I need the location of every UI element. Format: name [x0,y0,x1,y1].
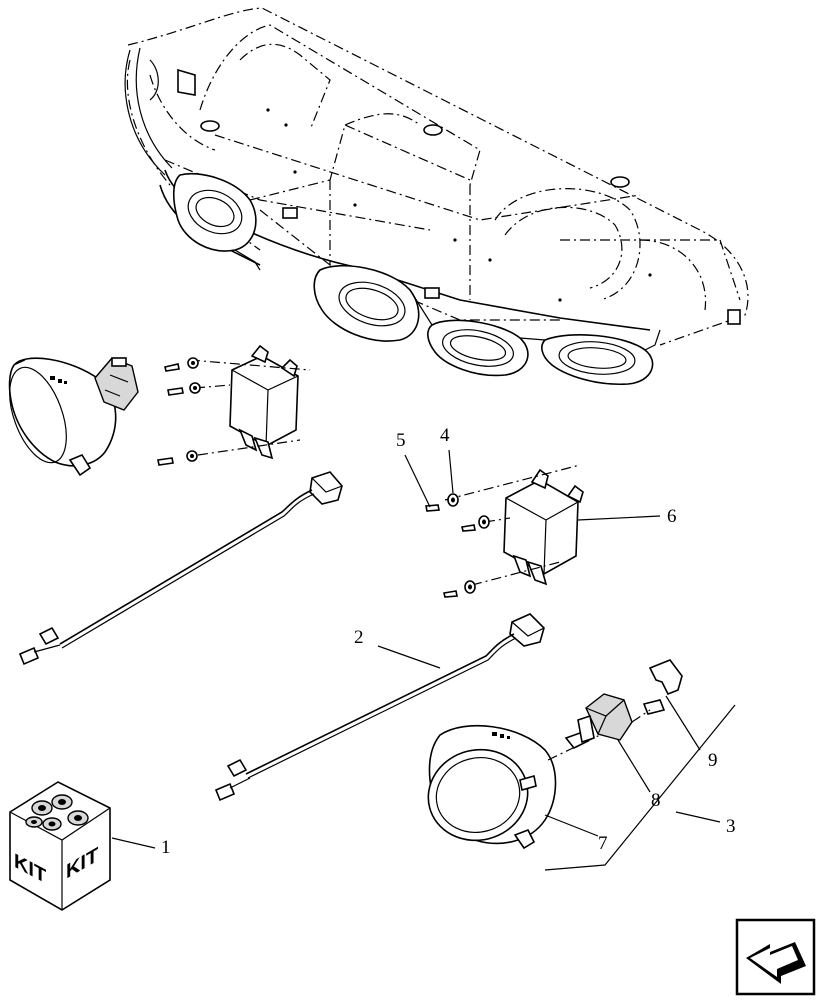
callout-7: 7 [598,833,608,854]
cab-roof-structure [126,7,749,346]
bulb [564,693,633,750]
next-page-arrow-icon[interactable] [735,918,816,996]
leader-lines [111,449,736,871]
callout-numbers: 5 4 6 2 1 7 8 9 3 [161,425,736,858]
callout-9: 9 [708,750,718,771]
retaining-clip [631,659,683,723]
reference-wire-harness [18,471,343,666]
callout-1: 1 [161,837,171,858]
callout-8: 8 [651,790,661,811]
callout-5: 5 [396,430,406,451]
washers [447,493,490,594]
reference-work-light [8,357,139,477]
callout-6: 6 [667,506,677,527]
ballast-module [503,468,584,586]
callout-2: 2 [354,627,364,648]
callout-4: 4 [440,425,450,446]
wire-harness [214,613,545,802]
work-light-housing [427,724,601,850]
hardware-kit-box: KIT KIT [9,781,111,911]
callout-3: 3 [726,816,736,837]
cab-front-panel [124,47,741,386]
reference-ballast-module [157,344,311,466]
